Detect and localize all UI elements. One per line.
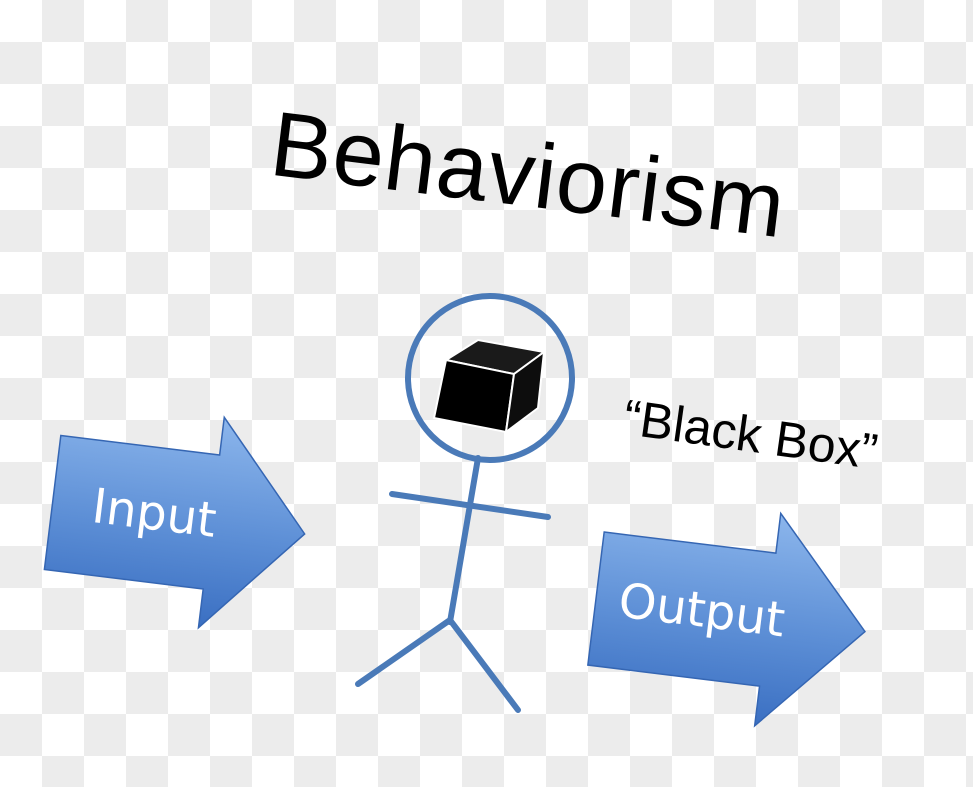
input-arrow-shape [43,415,306,630]
output-arrow: Output [587,511,866,728]
figure-arms [389,491,551,520]
output-arrow-shape [587,511,866,728]
figure-head [405,293,575,463]
figure-body [447,455,481,625]
input-arrow: Input [43,415,306,630]
black-box-cube-icon [432,338,547,435]
figure-left-leg [355,617,453,687]
figure-right-leg [447,617,521,713]
stick-figure [355,293,575,713]
